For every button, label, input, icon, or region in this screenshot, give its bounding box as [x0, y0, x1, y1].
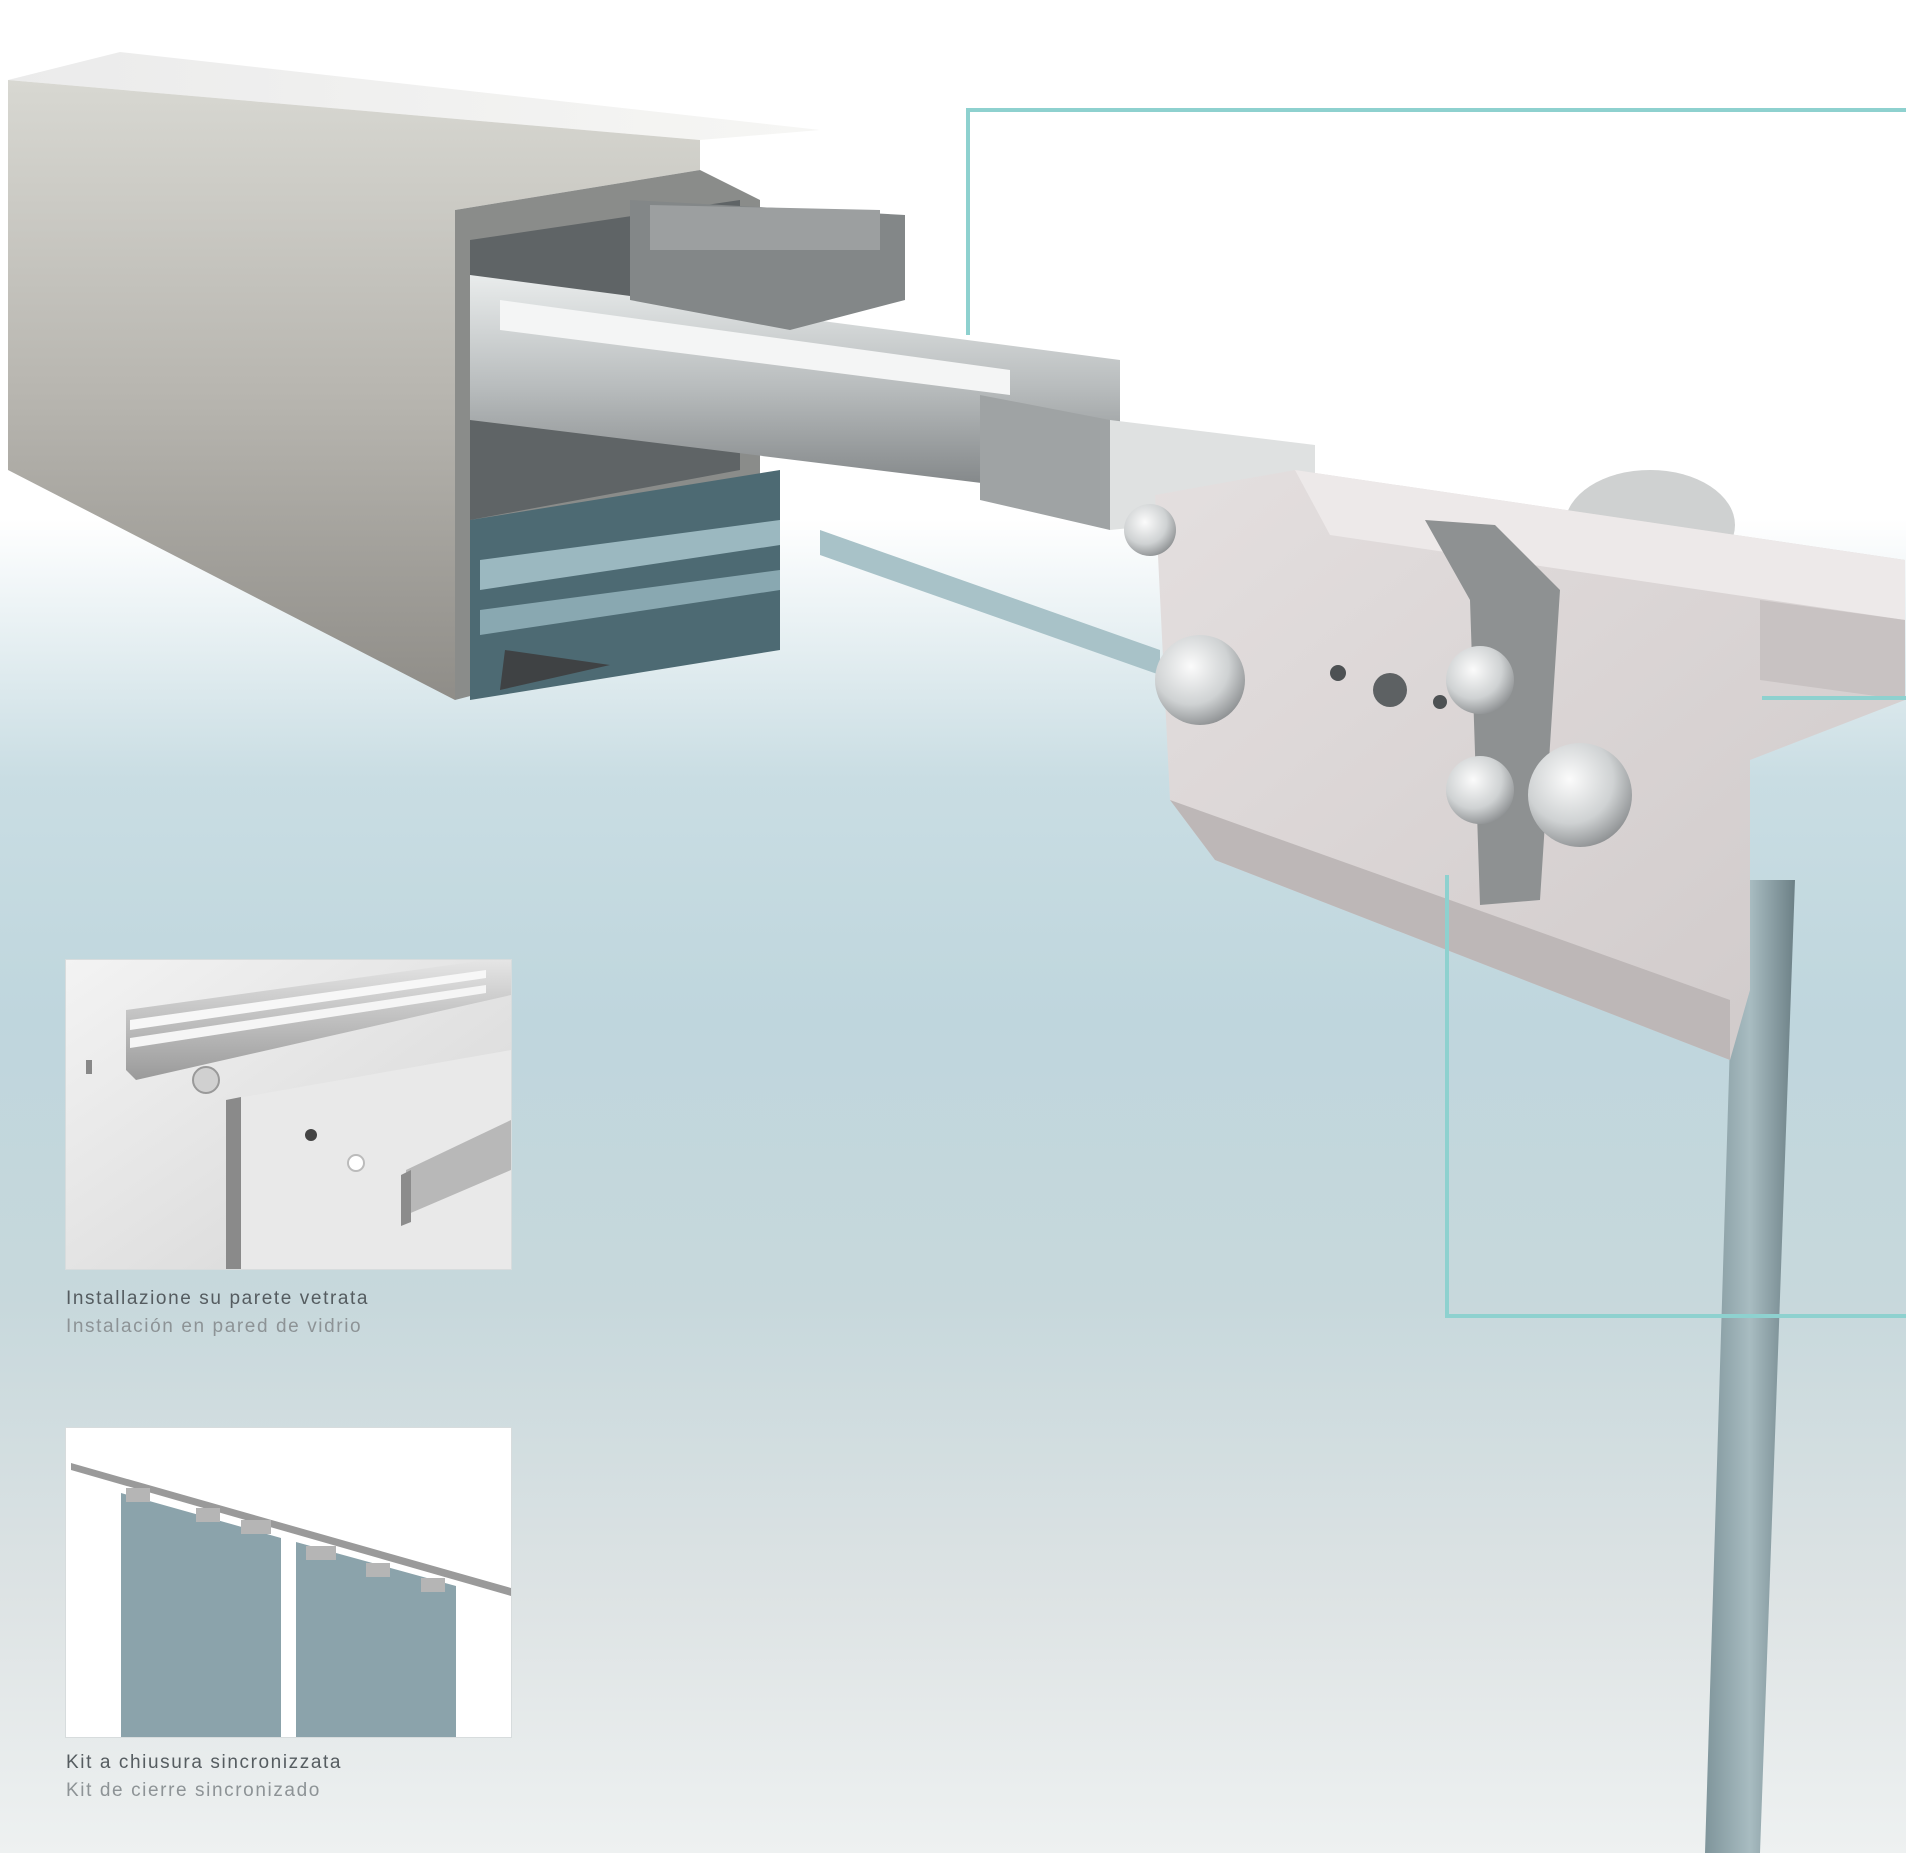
screw-icon [1124, 504, 1176, 556]
caption-italian: Installazione su parete vetrata [66, 1288, 370, 1309]
callout-line-bottom [1445, 875, 1906, 1318]
screw-icon [1155, 635, 1245, 725]
screw-icon [1446, 756, 1514, 824]
glass-clamp-bracket [1124, 470, 1905, 1060]
trolley-carriage [470, 200, 1735, 580]
inset-caption-1: Installazione su parete vetrata Instalac… [66, 1285, 369, 1341]
inset-image-synchronized-closing-kit [66, 1428, 511, 1737]
caption-spanish: Instalación en pared de vidrio [66, 1316, 363, 1337]
callout-line-top [966, 108, 1906, 335]
caption-spanish: Kit de cierre sincronizado [66, 1780, 321, 1801]
screw-icon [1446, 646, 1514, 714]
caption-italian: Kit a chiusura sincronizzata [66, 1752, 343, 1773]
inset-caption-2: Kit a chiusura sincronizzata Kit de cier… [66, 1749, 342, 1805]
callout-lines [966, 108, 1906, 1318]
inset-image-glass-wall-installation [66, 960, 511, 1269]
glass-panel-edge [820, 530, 1795, 1853]
screw-icon [1528, 743, 1632, 847]
